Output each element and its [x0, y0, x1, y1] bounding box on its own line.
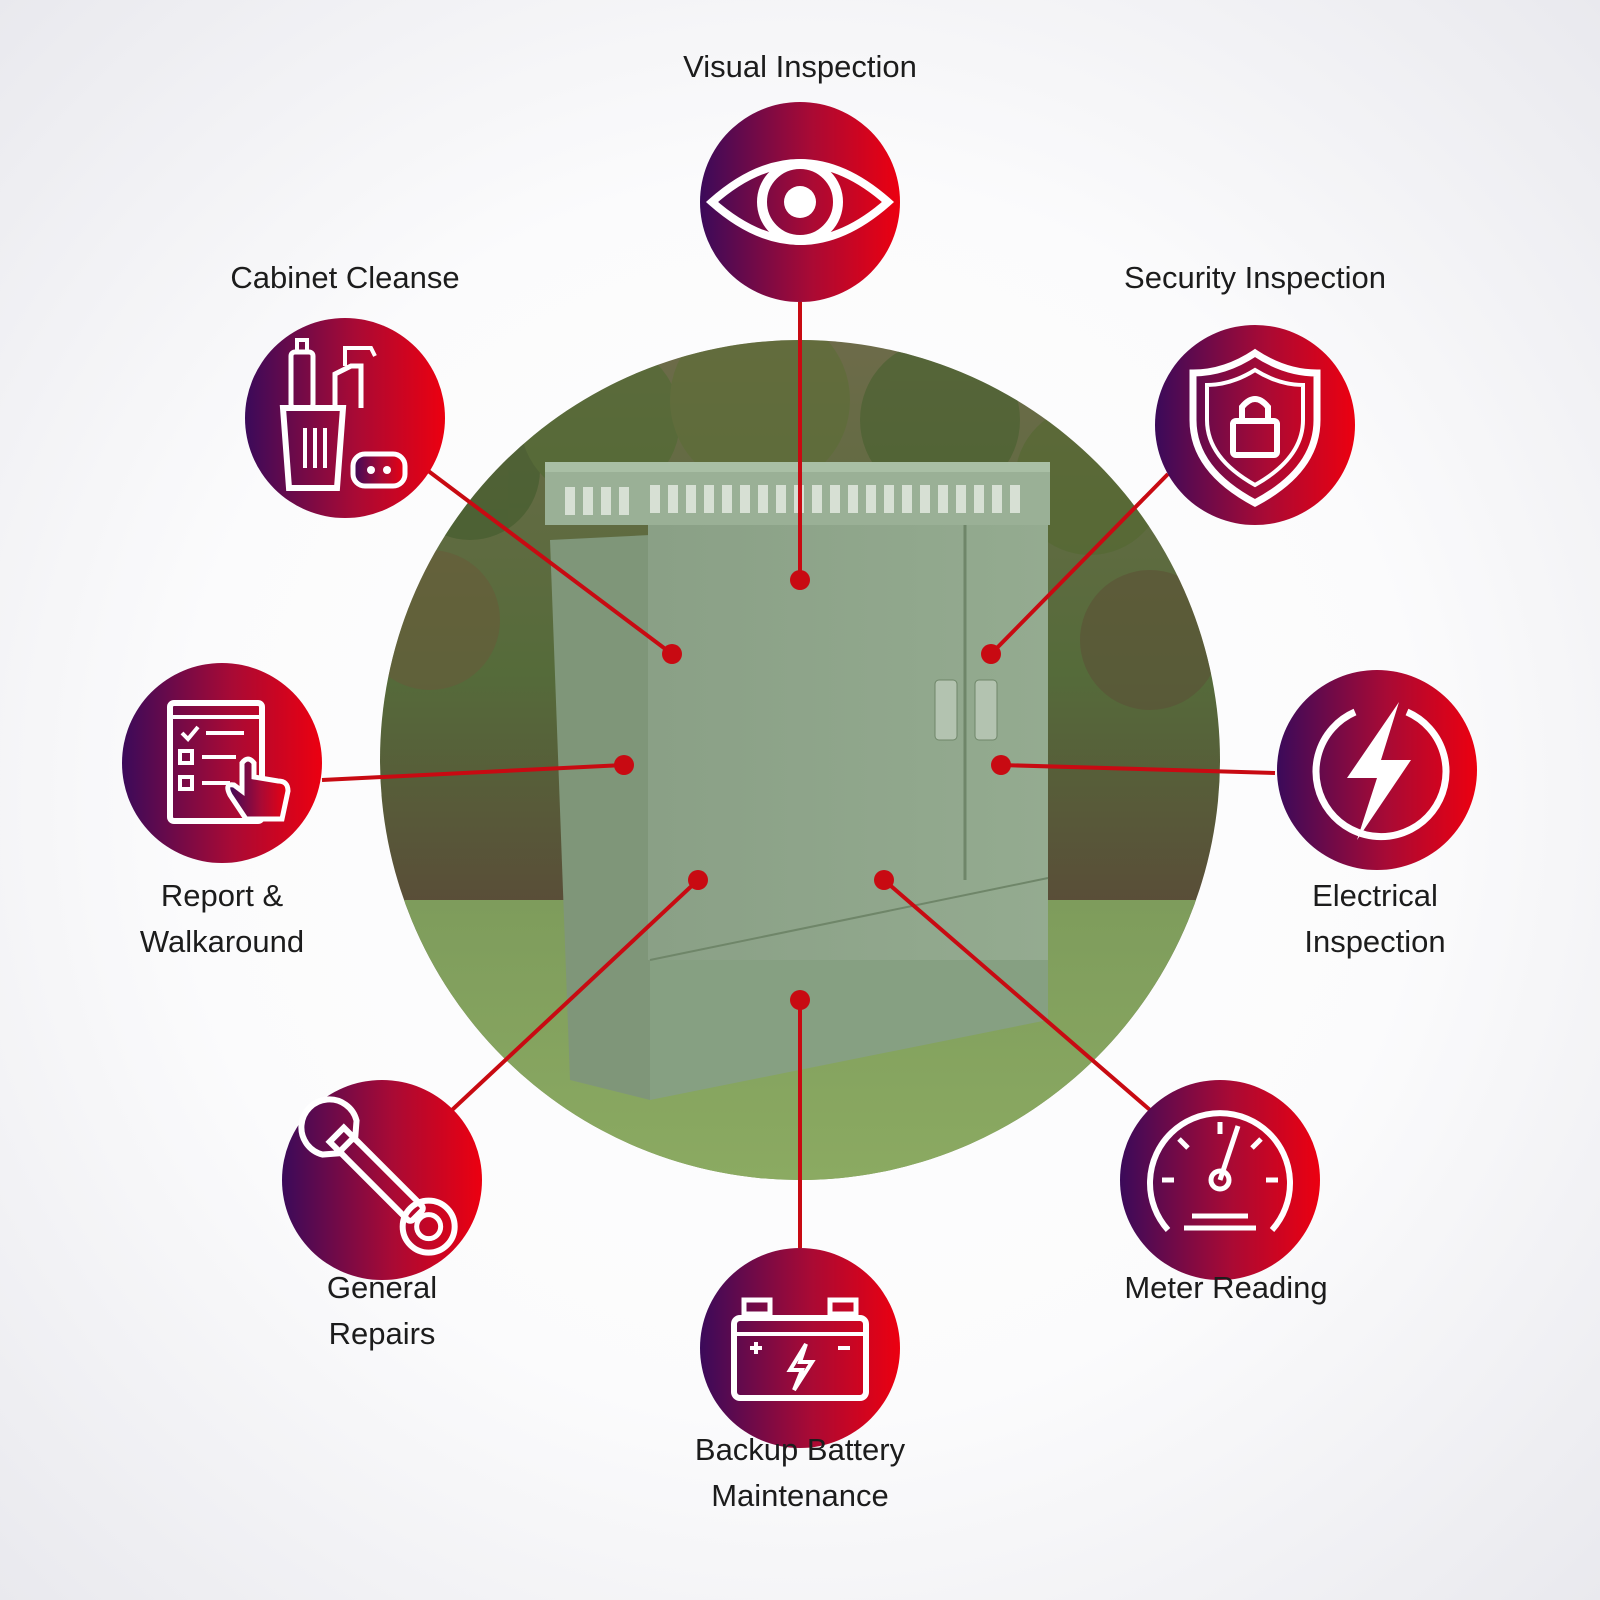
cleaning-supplies-icon	[279, 338, 408, 491]
connector-line-report	[321, 763, 625, 782]
service-label-line: Visual Inspection	[683, 49, 917, 84]
service-node-security	[1155, 325, 1355, 525]
connector-dot-electrical	[991, 755, 1011, 775]
connector-dot-repairs	[688, 870, 708, 890]
connector-dot-meter	[874, 870, 894, 890]
connector-dot-security	[981, 644, 1001, 664]
connector-dot-visual	[790, 570, 810, 590]
service-label-line: Meter Reading	[1124, 1270, 1328, 1305]
service-label-meter: Meter Reading	[1124, 1265, 1327, 1311]
connector-dot-report	[614, 755, 634, 775]
shield-lock-icon	[1189, 348, 1321, 507]
service-badge-repairs	[282, 1080, 482, 1280]
service-label-line: Backup Battery	[694, 1432, 906, 1467]
service-badge-battery	[700, 1248, 900, 1448]
connector-line-repairs	[450, 878, 700, 1112]
service-label-line: Inspection	[1304, 924, 1446, 959]
lightning-bolt-icon	[1312, 702, 1450, 840]
service-label-line: Electrical	[1312, 878, 1438, 913]
service-node-meter	[1120, 1080, 1320, 1280]
service-label-report: Report & Walkaround	[140, 873, 304, 965]
connector-dot-battery	[790, 990, 810, 1010]
service-node-visual	[700, 102, 900, 302]
connector-dot-cleanse	[662, 644, 682, 664]
service-label-line: Security Inspection	[1124, 260, 1386, 295]
car-battery-icon	[731, 1297, 869, 1401]
wrench-icon	[298, 1096, 458, 1256]
connector-line-security	[989, 472, 1170, 656]
service-label-line: Report &	[160, 878, 284, 913]
service-node-cleanse	[245, 318, 445, 518]
service-label-line: Walkaround	[139, 924, 305, 959]
speedometer-icon	[1147, 1110, 1293, 1233]
service-label-security: Security Inspection	[1124, 255, 1386, 301]
connector-line-meter	[882, 878, 1152, 1112]
service-label-cleanse: Cabinet Cleanse	[230, 255, 459, 301]
service-label-line: Repairs	[328, 1316, 436, 1351]
connector-line-cleanse	[425, 468, 674, 656]
service-nodes	[122, 102, 1477, 1448]
service-node-battery	[700, 1248, 900, 1448]
service-label-line: General	[326, 1270, 438, 1305]
cabinet-vents	[565, 485, 1020, 515]
service-badge-report	[122, 663, 322, 863]
service-label-line: Cabinet Cleanse	[230, 260, 460, 295]
service-node-electrical	[1277, 670, 1477, 870]
service-node-repairs	[282, 1080, 482, 1280]
service-node-report	[122, 663, 322, 863]
cabinet-body	[545, 462, 1050, 1100]
service-label-line: Maintenance	[711, 1478, 889, 1513]
connector-lines	[321, 302, 1276, 1248]
connector-line-electrical	[1000, 763, 1276, 775]
service-label-visual: Visual Inspection	[683, 44, 917, 90]
checklist-tablet-icon	[167, 700, 291, 824]
eye-icon	[705, 159, 895, 245]
